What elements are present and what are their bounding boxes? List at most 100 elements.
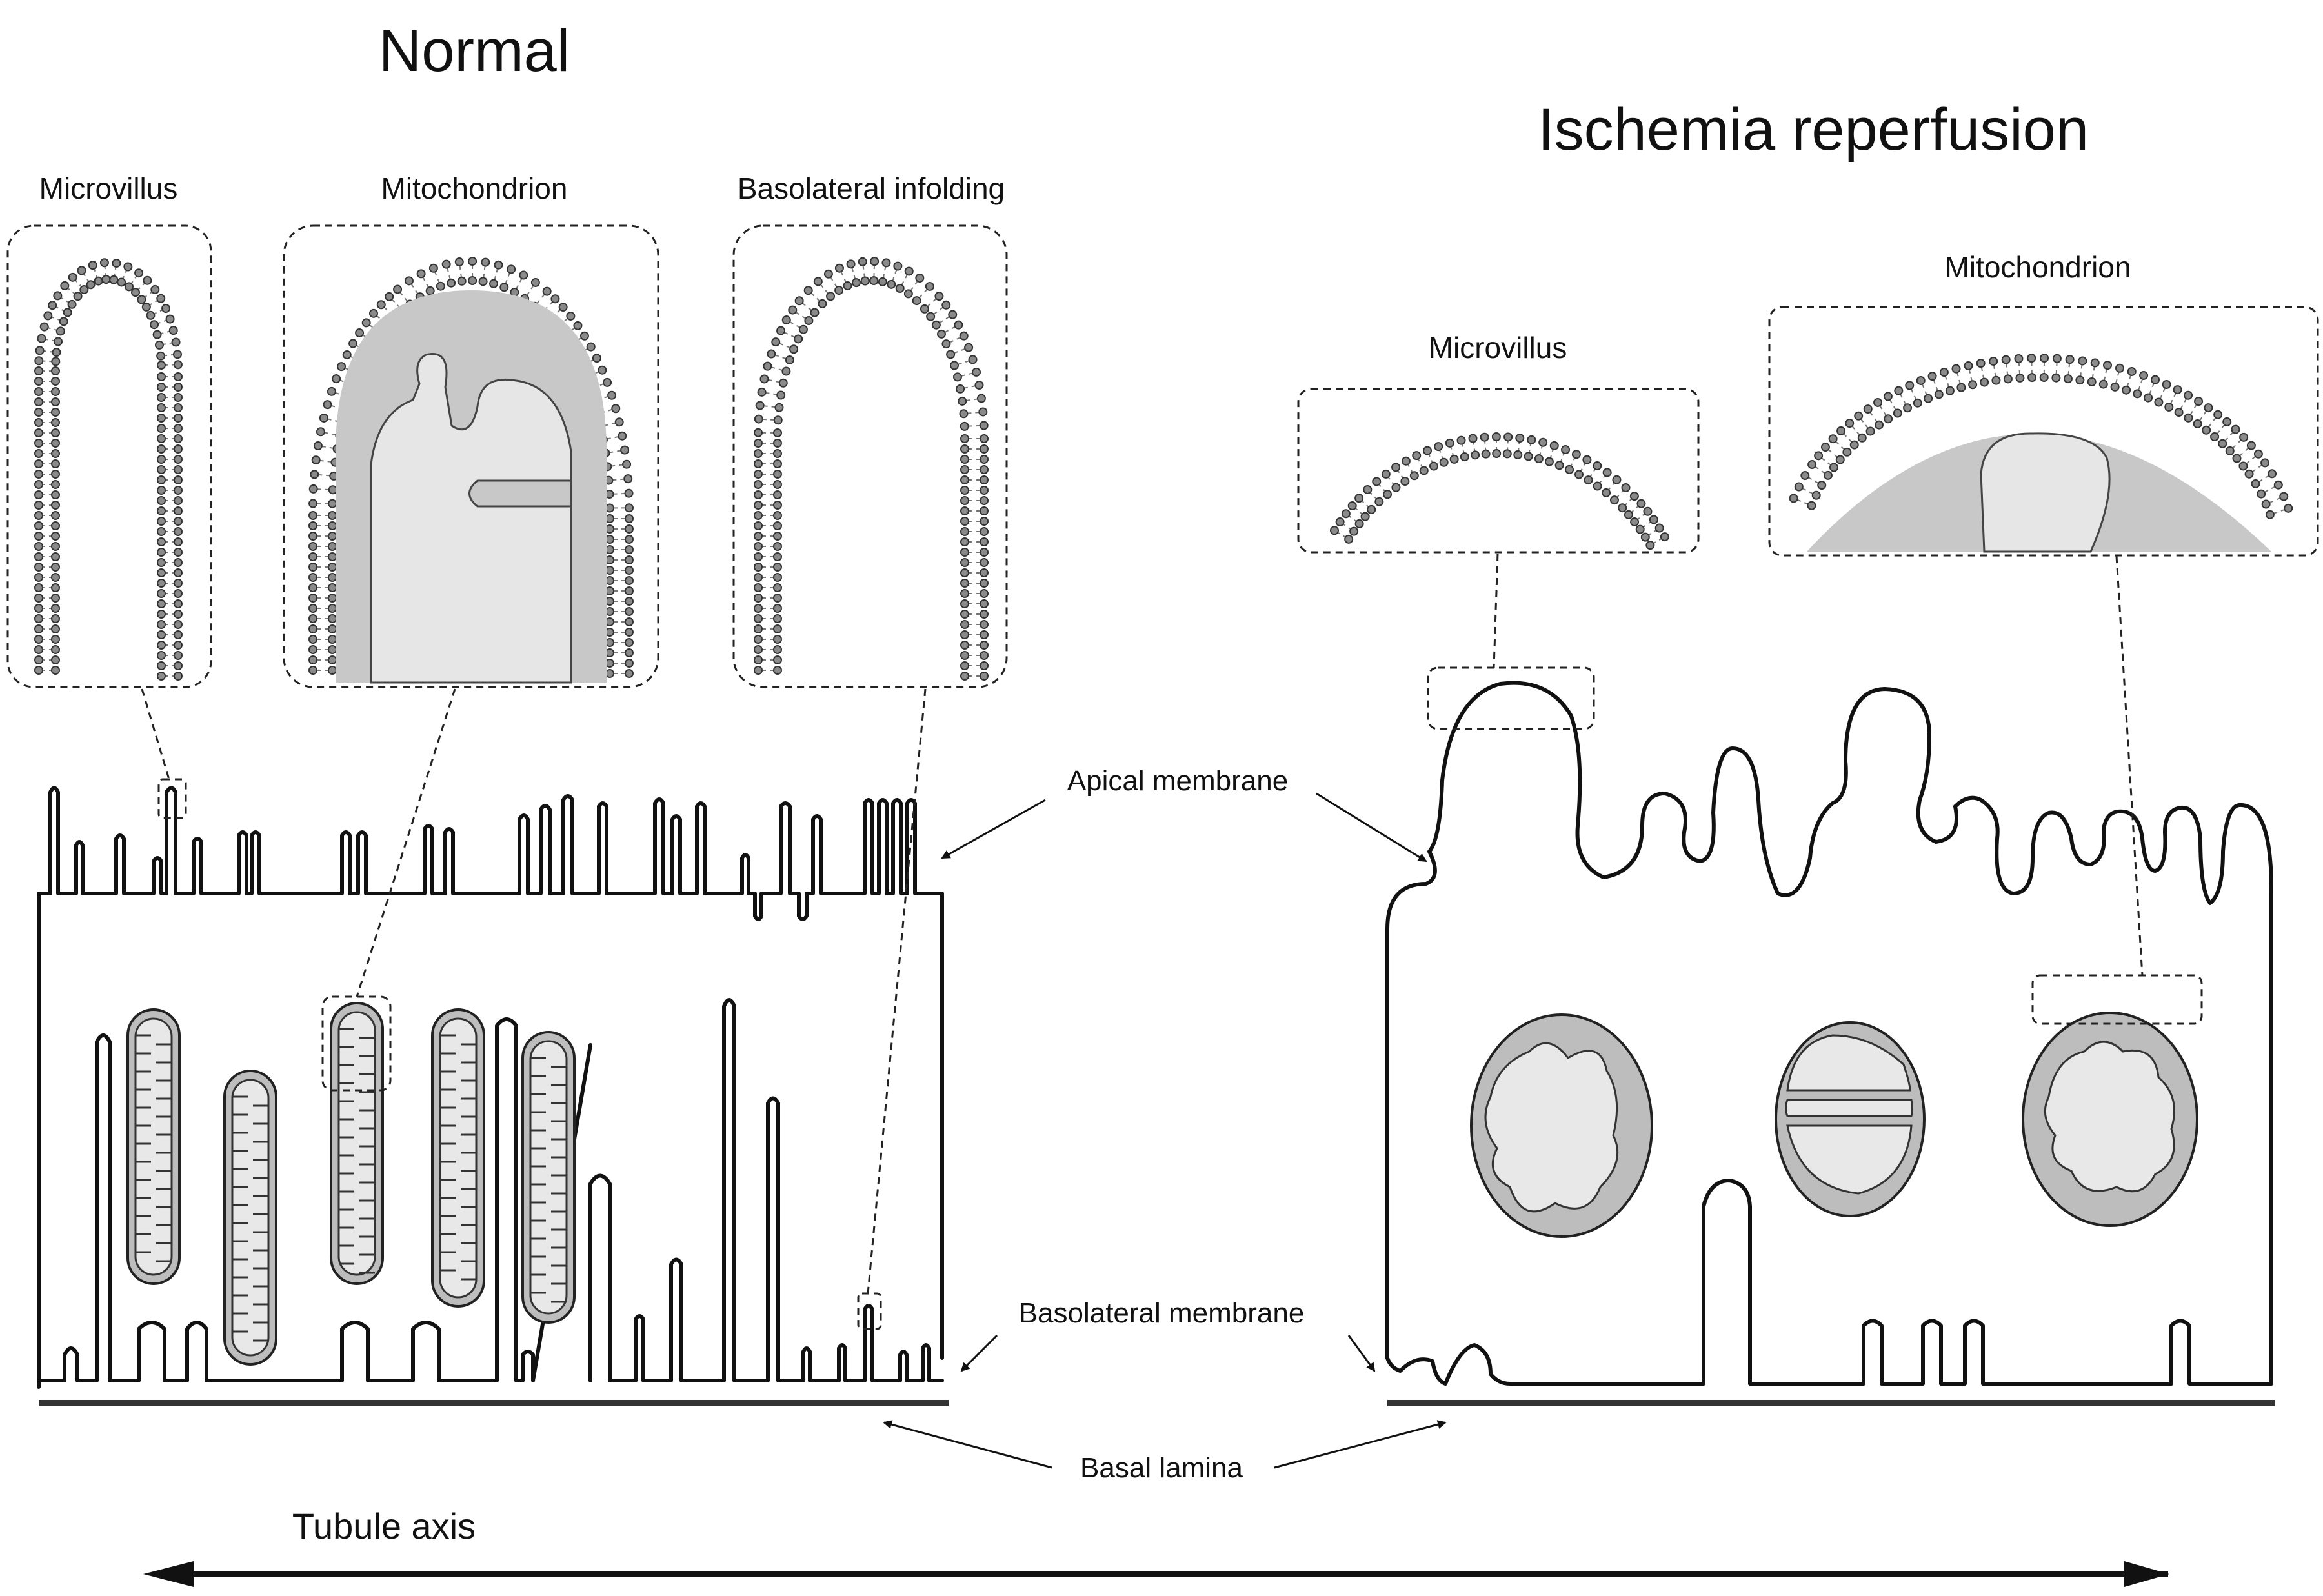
lipid-head (774, 594, 781, 602)
lipid-head (456, 258, 463, 266)
lipid-head (969, 355, 977, 363)
lipid-head (151, 286, 159, 294)
lipid-head (1593, 462, 1601, 470)
lipid-head (625, 535, 633, 543)
lipid-head (774, 563, 781, 571)
lipid-head (961, 445, 969, 453)
lipid-head (337, 363, 345, 370)
lipid-head (174, 621, 182, 628)
lipid-head (606, 659, 614, 667)
lipid-head (146, 312, 154, 319)
lipid-head (1420, 466, 1428, 474)
lipid-head (625, 659, 633, 667)
lipid-head (35, 615, 43, 623)
lipid-head (763, 363, 771, 370)
lipid-head (1535, 455, 1543, 463)
lipid-head (309, 635, 317, 643)
lipid-head (2015, 355, 2022, 363)
lipid-head (370, 310, 377, 317)
lipid-head (157, 600, 165, 608)
basal-lamina-arrow-left (884, 1422, 1052, 1468)
lipid-head (468, 277, 476, 284)
lipid-head (965, 344, 972, 352)
lipid-head (1392, 463, 1400, 471)
lipid-head (309, 594, 317, 602)
lipid-head (926, 283, 934, 290)
lipid-head (174, 404, 182, 412)
lipid-head (1807, 502, 1815, 510)
lipid-head (782, 368, 790, 375)
lipid-head (124, 263, 132, 271)
lipid-head (117, 278, 125, 286)
lipid-head (1813, 492, 1820, 499)
lipid-head (52, 481, 59, 488)
lipid-head (52, 615, 59, 623)
lipid-head (394, 286, 401, 294)
lipid-head (980, 507, 988, 515)
lipid-head (961, 652, 969, 659)
lipid-head (310, 485, 317, 493)
lipid-head (519, 272, 527, 279)
lipid-head (1551, 442, 1558, 450)
lipid-head (143, 277, 151, 284)
lipid-head (2100, 381, 2107, 388)
lipid-head (606, 535, 614, 543)
lipid-head (430, 264, 437, 272)
lipid-head (174, 559, 182, 566)
lipid-head (1336, 518, 1344, 526)
lipid-head (417, 270, 425, 277)
lipid-head (949, 311, 956, 319)
lipid-head (960, 332, 968, 340)
lipid-head (2040, 374, 2048, 381)
lipid-head (35, 625, 43, 633)
lipid-head (754, 470, 762, 478)
lipid-head (174, 672, 182, 680)
lipid-head (328, 656, 336, 664)
lipid-head (980, 422, 988, 430)
lipid-head (774, 491, 781, 499)
lipid-head (309, 563, 317, 571)
lipid-head (1929, 372, 1936, 380)
lipid-head (35, 512, 43, 519)
lipid-head (1795, 483, 1803, 491)
lipid-head (606, 515, 614, 523)
lipid-head (818, 300, 826, 308)
lipid-head (102, 275, 110, 283)
lipid-head (157, 672, 165, 680)
lipid-head (980, 497, 988, 504)
lipid-head (1504, 433, 1512, 441)
lipid-head (309, 584, 317, 592)
lipid-head (961, 517, 969, 525)
lipid-head (309, 532, 317, 540)
lipid-head (1493, 450, 1500, 457)
lipid-head (775, 404, 783, 412)
lipid-head (774, 615, 781, 623)
lipid-head (980, 579, 988, 587)
lipid-head (328, 522, 336, 530)
lipid-head (132, 288, 139, 296)
lipid-head (328, 625, 336, 633)
lipid-head (174, 476, 182, 484)
lipid-head (1362, 513, 1369, 521)
lipid-head (606, 649, 614, 657)
lipid-head (774, 666, 781, 674)
lipid-head (328, 563, 336, 571)
lipid-head (754, 625, 762, 633)
lipid-head (774, 604, 781, 612)
lipid-head (606, 556, 614, 564)
lipid-head (328, 635, 336, 643)
lipid-head (110, 276, 117, 284)
lipid-head (52, 450, 59, 457)
lipid-head (625, 515, 633, 523)
lipid-head (980, 466, 988, 474)
lipid-head (1573, 450, 1580, 458)
lipid-head (1539, 439, 1547, 446)
lipid-head (157, 394, 165, 401)
lipid-head (320, 414, 328, 422)
lipid-head (2028, 374, 2036, 381)
lipid-head (437, 283, 445, 290)
lipid-head (1894, 410, 1902, 417)
lipid-head (1350, 528, 1358, 535)
lipid-head (52, 584, 59, 592)
lipid-head (606, 546, 614, 554)
